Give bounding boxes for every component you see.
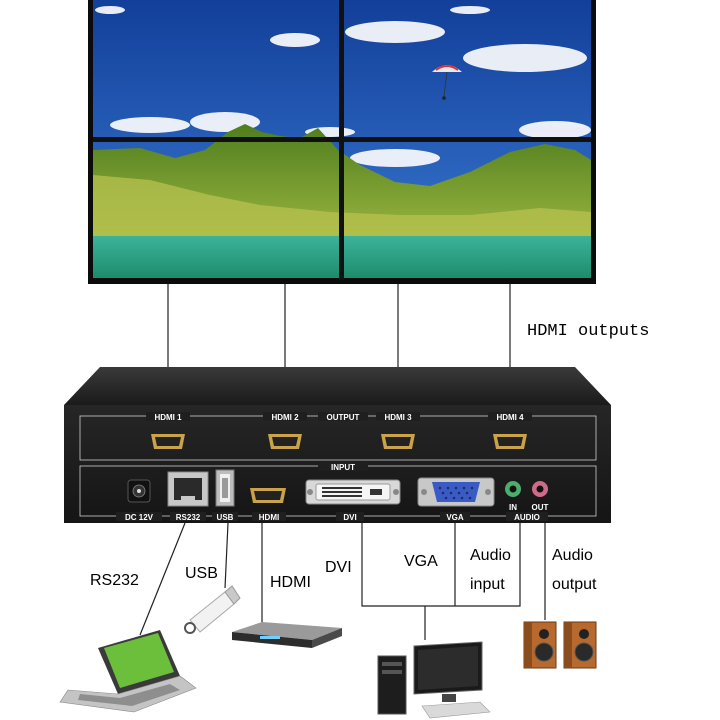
input-group-label: INPUT [331, 463, 355, 472]
hdmi-source-player-icon [232, 622, 342, 648]
svg-text:OUT: OUT [532, 503, 549, 512]
output-group-label: OUTPUT [327, 413, 360, 422]
svg-text:DC 12V: DC 12V [125, 513, 154, 522]
laptop-icon [60, 630, 196, 712]
device-top [64, 367, 611, 405]
svg-text:HDMI 1: HDMI 1 [154, 413, 182, 422]
vga-label: VGA [404, 553, 438, 570]
video-wall-controller: OUTPUT HDMI 1 HDMI 2 HDMI 3 HDMI 4 [64, 367, 611, 523]
input-port-rs232[interactable]: RS232 [168, 472, 208, 522]
audio-input-label-line2: input [470, 576, 505, 593]
audio-group-label: AUDIO [514, 513, 540, 522]
hdmi-outputs-label: HDMI outputs [527, 322, 649, 341]
svg-text:HDMI: HDMI [259, 513, 279, 522]
usb-label: USB [185, 565, 218, 582]
svg-text:VGA: VGA [446, 513, 464, 522]
input-port-usb[interactable]: USB [212, 470, 238, 522]
svg-text:USB: USB [217, 513, 234, 522]
svg-text:RS232: RS232 [176, 513, 201, 522]
svg-text:DVI: DVI [343, 513, 356, 522]
video-wall [88, 0, 596, 284]
dvi-label: DVI [325, 559, 352, 576]
hdmi-input-label: HDMI [270, 574, 311, 591]
bezel-horizontal [93, 137, 591, 142]
audio-output-label-line1: Audio [552, 547, 593, 564]
svg-text:IN: IN [509, 503, 517, 512]
usb-stick-icon [185, 586, 240, 633]
svg-text:HDMI 4: HDMI 4 [496, 413, 524, 422]
desktop-computer-icon [378, 642, 490, 718]
audio-output-label-line2: output [552, 576, 597, 593]
rs232-label: RS232 [90, 572, 139, 589]
svg-text:HDMI 2: HDMI 2 [271, 413, 299, 422]
svg-text:HDMI 3: HDMI 3 [384, 413, 412, 422]
audio-input-label-line1: Audio [470, 547, 511, 564]
speakers-icon [524, 622, 596, 668]
